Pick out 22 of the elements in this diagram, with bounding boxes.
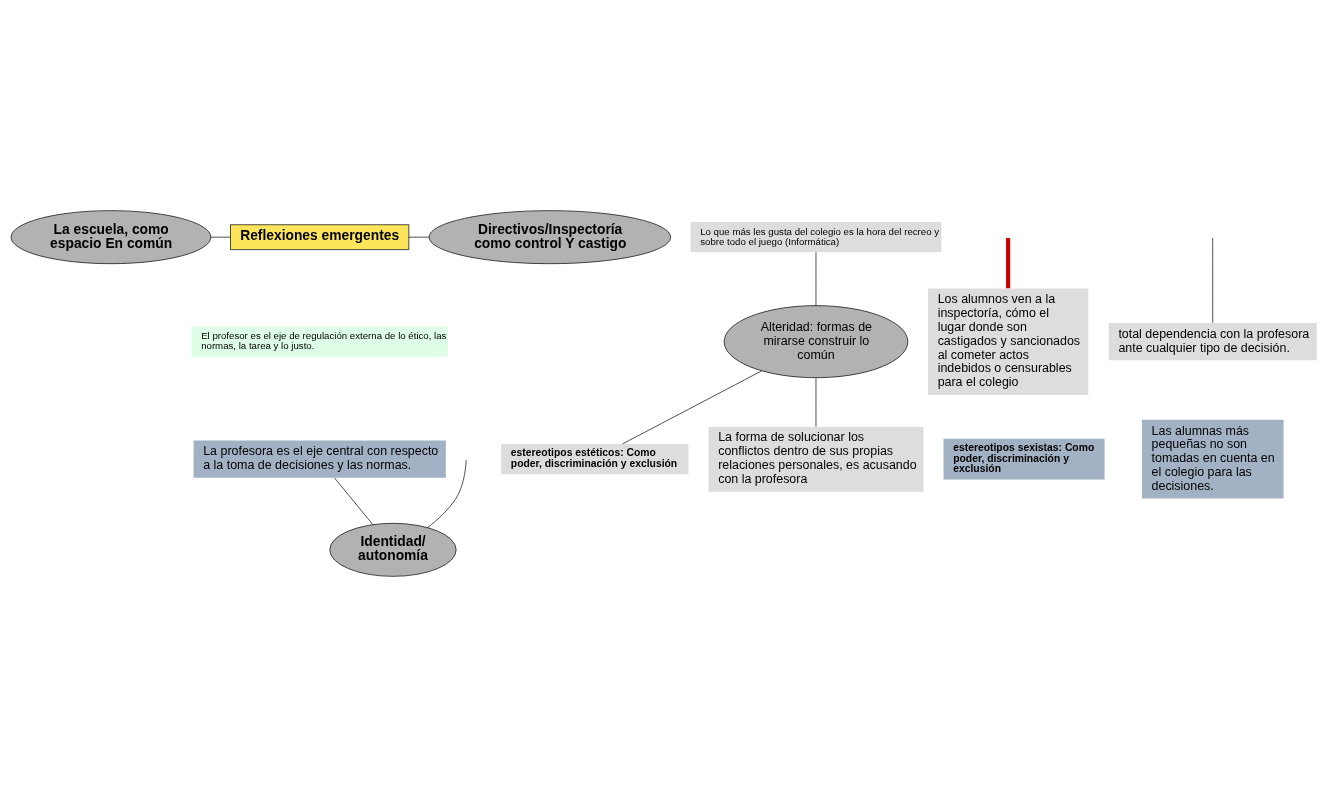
connector — [334, 477, 374, 525]
connector — [427, 459, 467, 528]
node-box: La forma de solucionar los conflictos dentro de sus propias relaciones personales, es acusando con la profesora — [708, 426, 924, 492]
connector — [1006, 237, 1011, 288]
connector — [622, 370, 762, 444]
node-ellipse: Alteridad: formas de mirarse construir lo común — [723, 304, 909, 378]
node-box: Las alumnas más pequeñas no son tomadas en cuenta en el colegio para las decisiones. — [1141, 419, 1284, 499]
node-box: El profesor es el eje de regulación externa de lo ético, las normas, la tarea y lo justo. — [191, 325, 448, 357]
node-box: Reflexiones emergentes — [230, 223, 410, 250]
connector — [210, 236, 231, 237]
node-box: total dependencia con la profesora ante cualquier tipo de decisión. — [1108, 322, 1317, 360]
node-ellipse: Identidad/ autonomía — [329, 522, 457, 577]
node-box: estereotipos estéticos: Como poder, discriminación y exclusión — [501, 443, 689, 474]
connector — [408, 236, 430, 237]
connector — [815, 251, 817, 306]
node-box: estereotipos sexistas: Como poder, discriminación y exclusión — [943, 438, 1105, 480]
node-box: Los alumnos ven a la inspectoría, cómo el lugar donde son castigados y sancionados al cometer actos indebidos o censurables para el colegio — [927, 287, 1089, 395]
node-box: Lo que más les gusta del colegio es la hora del recreo y sobre todo el juego (Informática) — [690, 221, 942, 252]
connector — [815, 377, 817, 427]
node-box: La profesora es el eje central con respecto a la toma de decisiones y las normas. — [193, 440, 446, 478]
node-ellipse: Directivos/Inspectoría como control Y castigo — [428, 209, 672, 264]
node-ellipse: La escuela, como espacio En común — [10, 209, 212, 264]
